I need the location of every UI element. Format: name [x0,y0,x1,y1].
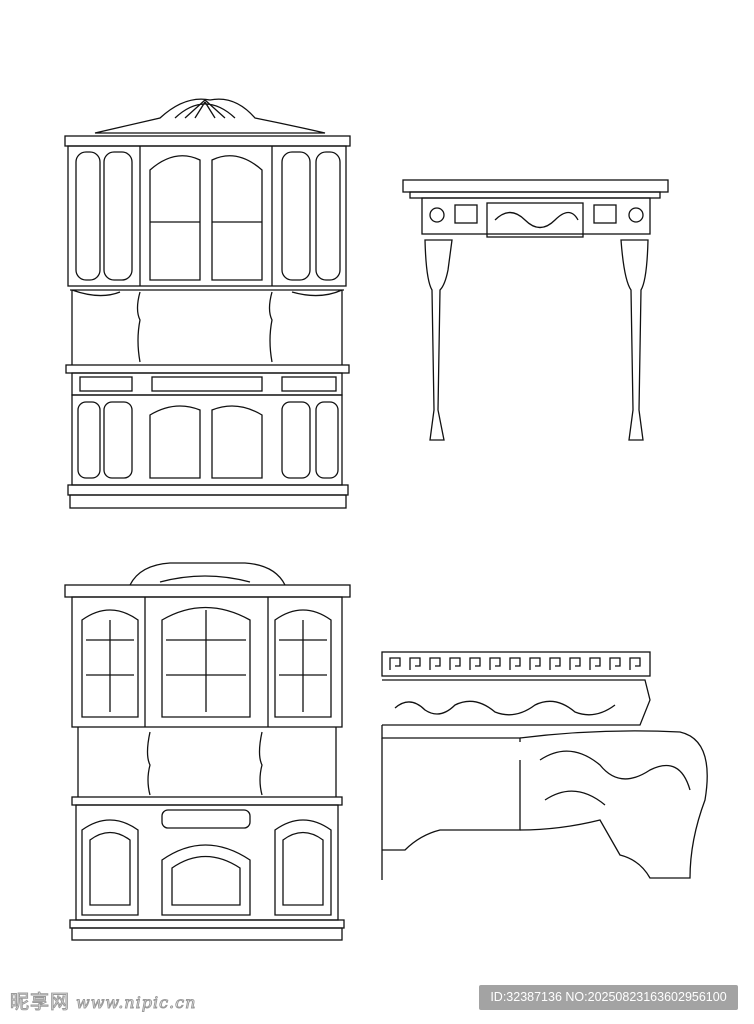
console-table [402,179,669,441]
cabinet-display [64,562,351,941]
image-id-badge: ID:32387136 NO:20250823163602956100 [479,985,738,1010]
watermark-brand: 昵享网 [9,991,71,1014]
carved-table-leg-detail [381,651,708,880]
cabinet-rococo [64,98,351,509]
watermark-url: www.nipic.cn [76,993,197,1013]
